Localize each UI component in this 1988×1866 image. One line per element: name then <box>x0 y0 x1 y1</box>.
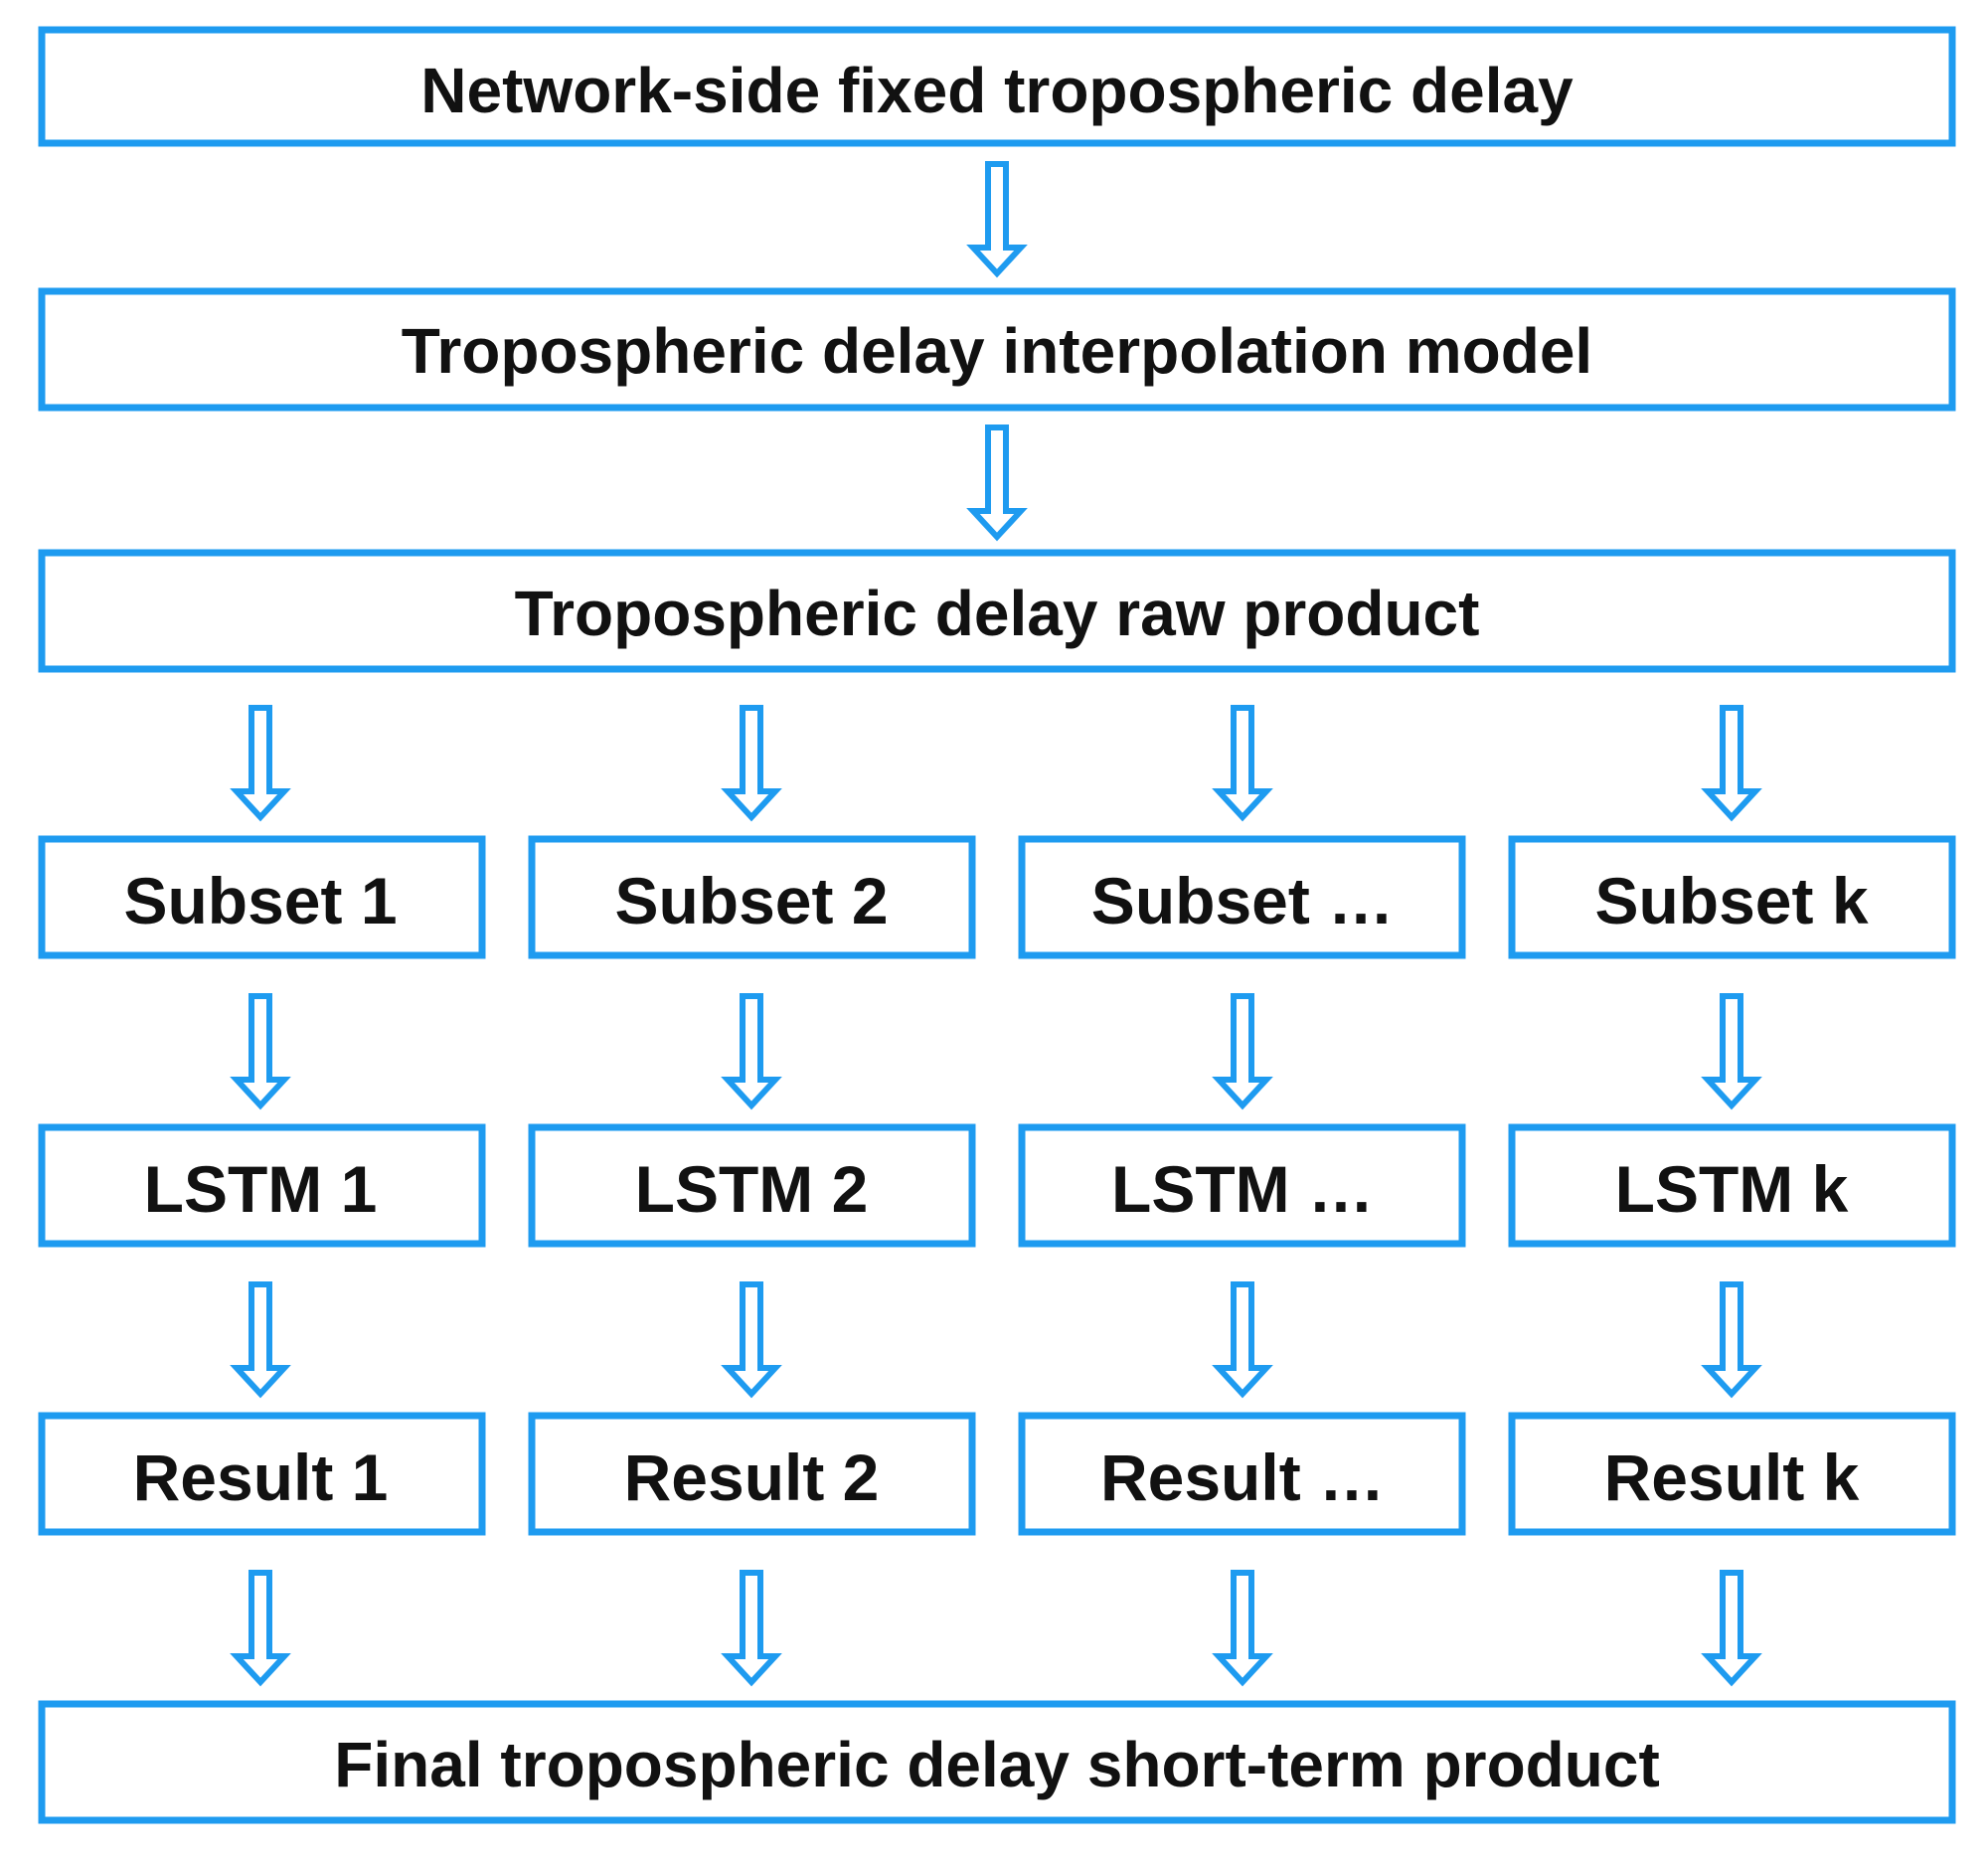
arrow-down-icon <box>721 1570 782 1687</box>
column-2: Subset 2 LSTM 2 Result 2 <box>528 835 976 1536</box>
arrow-down-icon <box>230 1281 291 1399</box>
lstm-box <box>38 1123 486 1248</box>
arrow-down-icon <box>721 705 782 822</box>
stage-label: Tropospheric delay interpolation model <box>402 315 1592 387</box>
arrow-down-icon <box>230 1570 291 1687</box>
arrow-down-icon <box>230 993 291 1110</box>
arrow-down-icon <box>1701 1281 1762 1399</box>
arrow-down-icon <box>721 993 782 1110</box>
stage-box <box>38 1700 1956 1824</box>
subset-label: Subset … <box>1091 864 1394 937</box>
result-label: Result 2 <box>624 1441 880 1514</box>
arrow-down-icon <box>966 424 1028 542</box>
lstm-label: LSTM … <box>1111 1152 1374 1226</box>
arrow-down-icon <box>1701 993 1762 1110</box>
stage-box <box>38 287 1956 412</box>
arrow-down-icon <box>1701 705 1762 822</box>
subset-label: Subset 2 <box>614 864 888 937</box>
stage-box <box>38 549 1956 673</box>
subset-label: Subset k <box>1594 864 1868 937</box>
stage-label: Tropospheric delay raw product <box>515 578 1480 649</box>
arrow-down-icon <box>1212 993 1273 1110</box>
result-label: Result 1 <box>133 1441 389 1514</box>
subset-label: Subset 1 <box>123 864 397 937</box>
stage-interpolation-model: Tropospheric delay interpolation model <box>38 287 1956 412</box>
lstm-label: LSTM 2 <box>635 1152 869 1226</box>
stage-label: Final tropospheric delay short-term prod… <box>334 1729 1660 1800</box>
stage-box <box>38 26 1956 147</box>
stage-label: Network-side fixed tropospheric delay <box>420 55 1574 126</box>
column-4: Subset k LSTM k Result k <box>1508 835 1956 1536</box>
result-box <box>38 1412 486 1536</box>
stage-final-product: Final tropospheric delay short-term prod… <box>38 1700 1956 1824</box>
arrow-down-icon <box>230 705 291 822</box>
arrow-down-icon <box>721 1281 782 1399</box>
column-3: Subset … LSTM … Result … <box>1018 835 1466 1536</box>
arrow-down-icon <box>966 161 1028 278</box>
lstm-label: LSTM k <box>1615 1152 1849 1226</box>
lstm-box <box>1508 1123 1956 1248</box>
arrow-down-icon <box>1701 1570 1762 1687</box>
result-box <box>1018 1412 1466 1536</box>
stage-network-side: Network-side fixed tropospheric delay <box>38 26 1956 147</box>
subset-box <box>38 835 486 959</box>
subset-box <box>1508 835 1956 959</box>
result-box <box>528 1412 976 1536</box>
result-label: Result k <box>1604 1441 1860 1514</box>
column-1: Subset 1 LSTM 1 Result 1 <box>38 835 486 1536</box>
lstm-box <box>1018 1123 1466 1248</box>
arrows-layer <box>230 161 1762 1687</box>
lstm-box <box>528 1123 976 1248</box>
subset-box <box>1018 835 1466 959</box>
arrow-down-icon <box>1212 1570 1273 1687</box>
stage-raw-product: Tropospheric delay raw product <box>38 549 1956 673</box>
arrow-down-icon <box>1212 705 1273 822</box>
result-box <box>1508 1412 1956 1536</box>
subset-box <box>528 835 976 959</box>
lstm-label: LSTM 1 <box>144 1152 378 1226</box>
arrow-down-icon <box>1212 1281 1273 1399</box>
result-label: Result … <box>1100 1441 1385 1514</box>
